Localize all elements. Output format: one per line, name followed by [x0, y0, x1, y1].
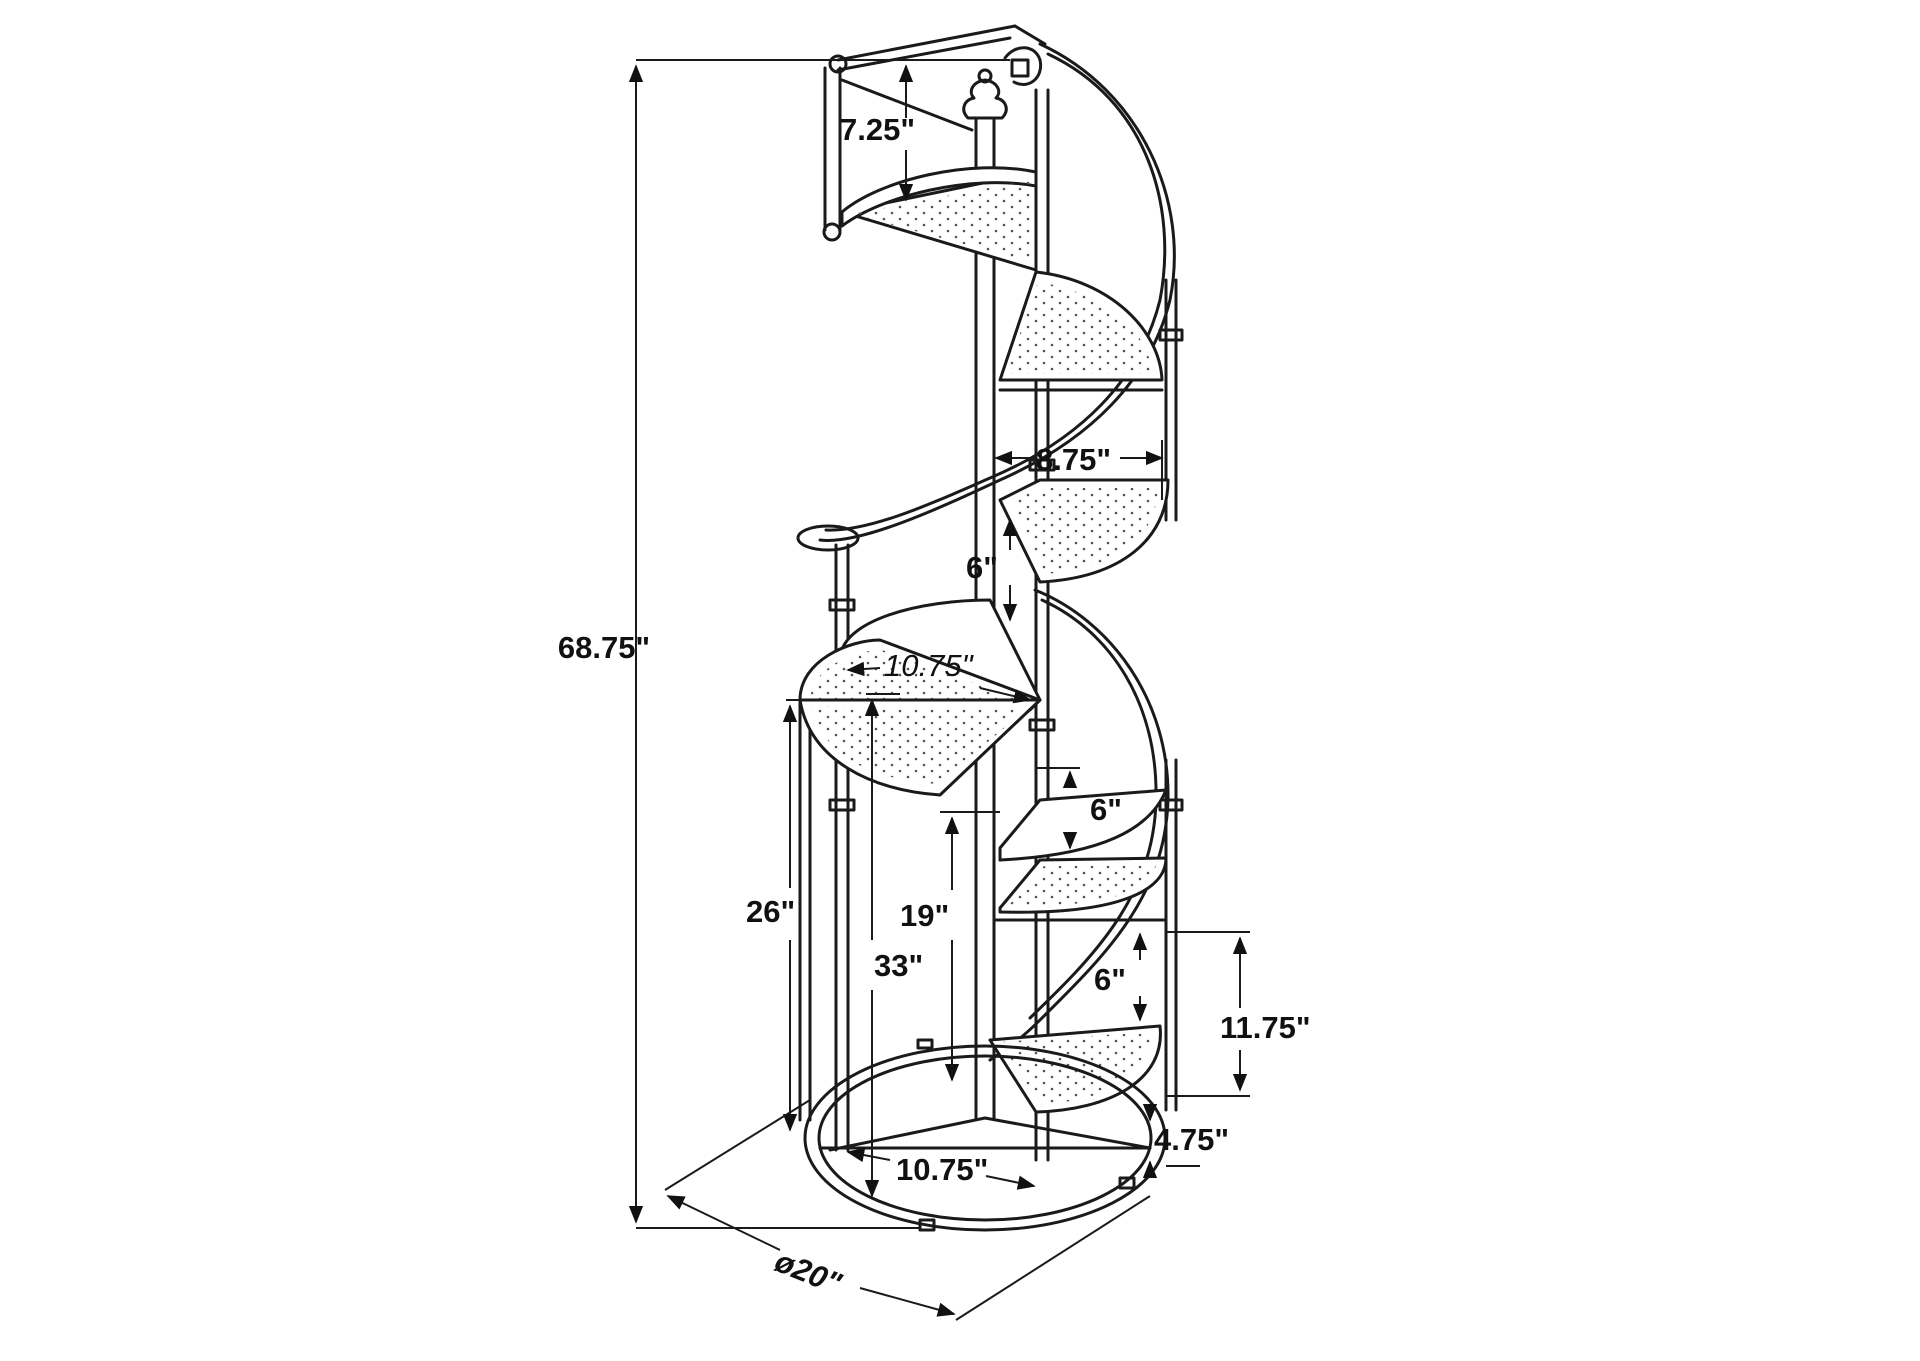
shelf-3: [998, 478, 1170, 584]
label-middle-shelf-gap: 6": [1090, 792, 1122, 827]
dimension-labels: 68.75" 7.25" 8.75" 6" 10.75" 6" 6" 26" 1…: [558, 112, 1311, 1302]
label-base-shelf-width: 10.75": [896, 1152, 988, 1187]
label-bottom-shelf-height: 11.75": [1220, 1010, 1311, 1045]
shelf-structure: [796, 24, 1184, 1232]
label-base-clearance: 4.75": [1154, 1122, 1229, 1157]
label-inner-post-height: 19": [900, 898, 949, 933]
dimension-lines: [628, 59, 1250, 1321]
label-middle-shelf-width: 10.75": [884, 648, 975, 683]
label-base-diameter: ø20": [770, 1243, 847, 1301]
top-rail: [822, 24, 1047, 242]
shelf-1: [840, 166, 1038, 272]
base-ring: [803, 1038, 1167, 1232]
shelf-5: [994, 788, 1168, 922]
label-middle-shelf-height: 33": [874, 948, 923, 983]
vertical-rods: [798, 88, 1184, 1162]
label-lower-shelf-gap: 6": [1094, 962, 1126, 997]
label-left-leg-height: 26": [746, 894, 795, 929]
label-overall-height: 68.75": [558, 630, 650, 665]
label-upper-shelf-gap: 6": [966, 550, 998, 585]
label-top-rail-height: 7.25": [840, 112, 915, 147]
shelf-2: [998, 270, 1164, 392]
label-upper-shelf-width: 8.75": [1036, 442, 1111, 477]
